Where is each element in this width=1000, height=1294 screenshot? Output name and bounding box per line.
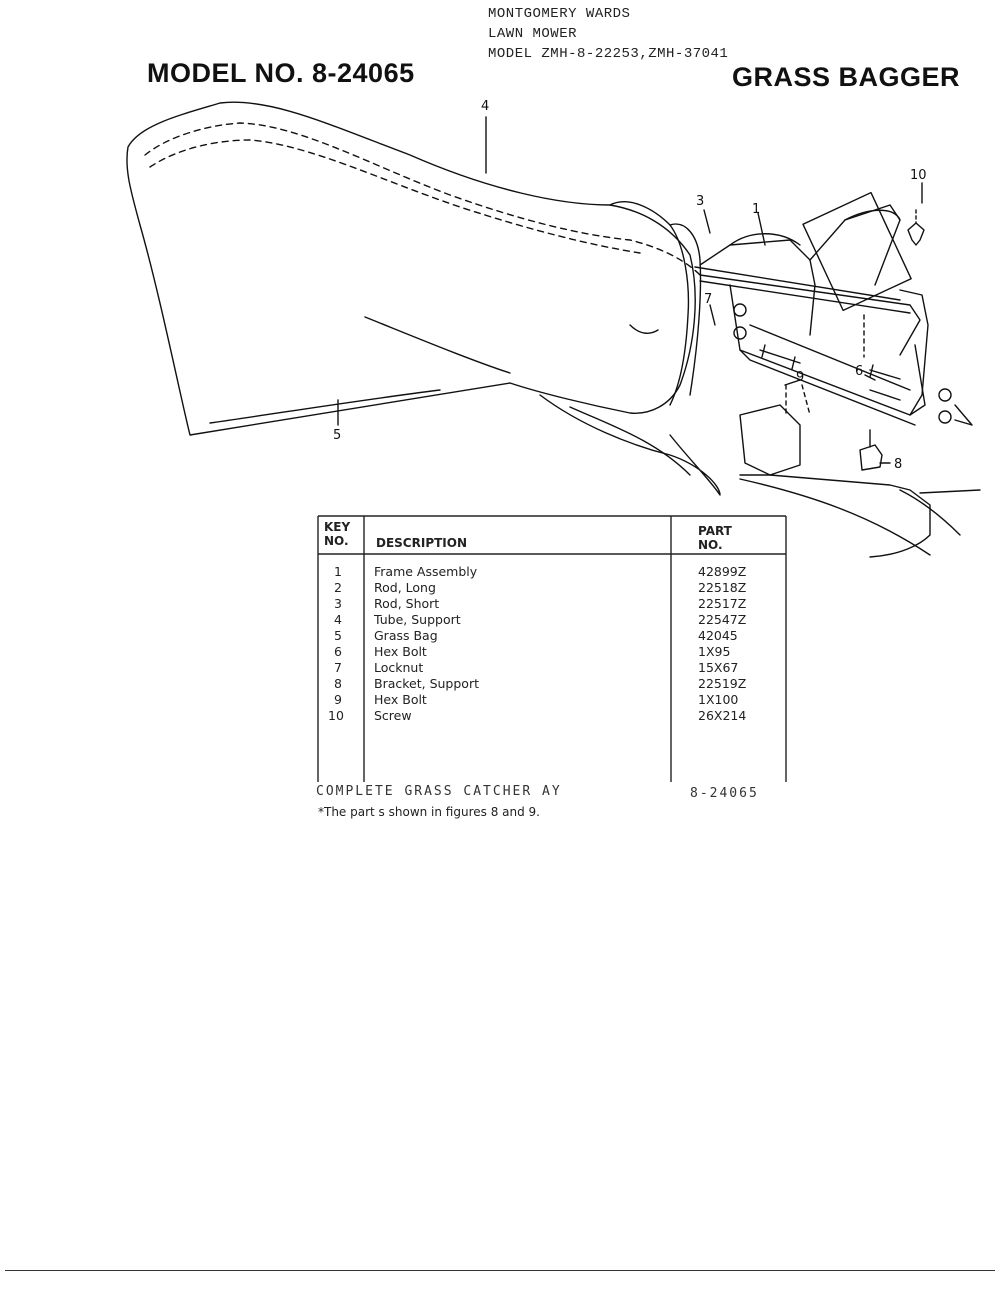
callout-1: 1: [752, 202, 760, 217]
key-column-header: KEY NO.: [324, 520, 351, 548]
frame-assembly-shape: [699, 239, 816, 336]
description-column-header: DESCRIPTION: [376, 536, 468, 550]
typed-header: MONTGOMERY WARDS LAWN MOWER MODEL ZMH-8-…: [488, 4, 728, 64]
typed-line-store: MONTGOMERY WARDS: [488, 6, 631, 22]
rod-short-shape: [694, 266, 901, 301]
callout-10: 10: [910, 168, 927, 183]
complete-assembly-label: COMPLETE GRASS CATCHER AY: [316, 784, 562, 799]
callout-9: 9: [796, 370, 804, 385]
callout-6: 6: [855, 364, 863, 379]
footnote: *The part s shown in figures 8 and 9.: [318, 805, 540, 819]
product-title: GRASS BAGGER: [732, 62, 961, 92]
callout-4: 4: [481, 99, 489, 114]
complete-assembly-part-number: 8-24065: [690, 786, 759, 801]
callout-7: 7: [704, 292, 712, 307]
parts-diagram: 4 10 3 1 7 9 6 5 8: [126, 99, 981, 558]
typed-line-models: MODEL ZMH-8-22253,ZMH-37041: [488, 46, 729, 62]
typed-line-product: LAWN MOWER: [488, 26, 578, 42]
support-tube-shape: [144, 122, 701, 276]
table-grid: [317, 515, 787, 782]
bottom-rule: [5, 1270, 995, 1271]
grass-bag-shape: [126, 101, 696, 436]
callout-5: 5: [333, 428, 341, 443]
model-title: MODEL NO. 8-24065: [147, 58, 415, 88]
part-column-header: PART NO.: [698, 524, 732, 552]
callout-3: 3: [696, 194, 704, 209]
mower-deck-shape: [739, 404, 801, 476]
callout-8: 8: [894, 457, 902, 472]
rod-long-shape: [699, 274, 921, 356]
wheel-shape: [539, 394, 721, 496]
bracket-support-shape: [859, 444, 883, 471]
